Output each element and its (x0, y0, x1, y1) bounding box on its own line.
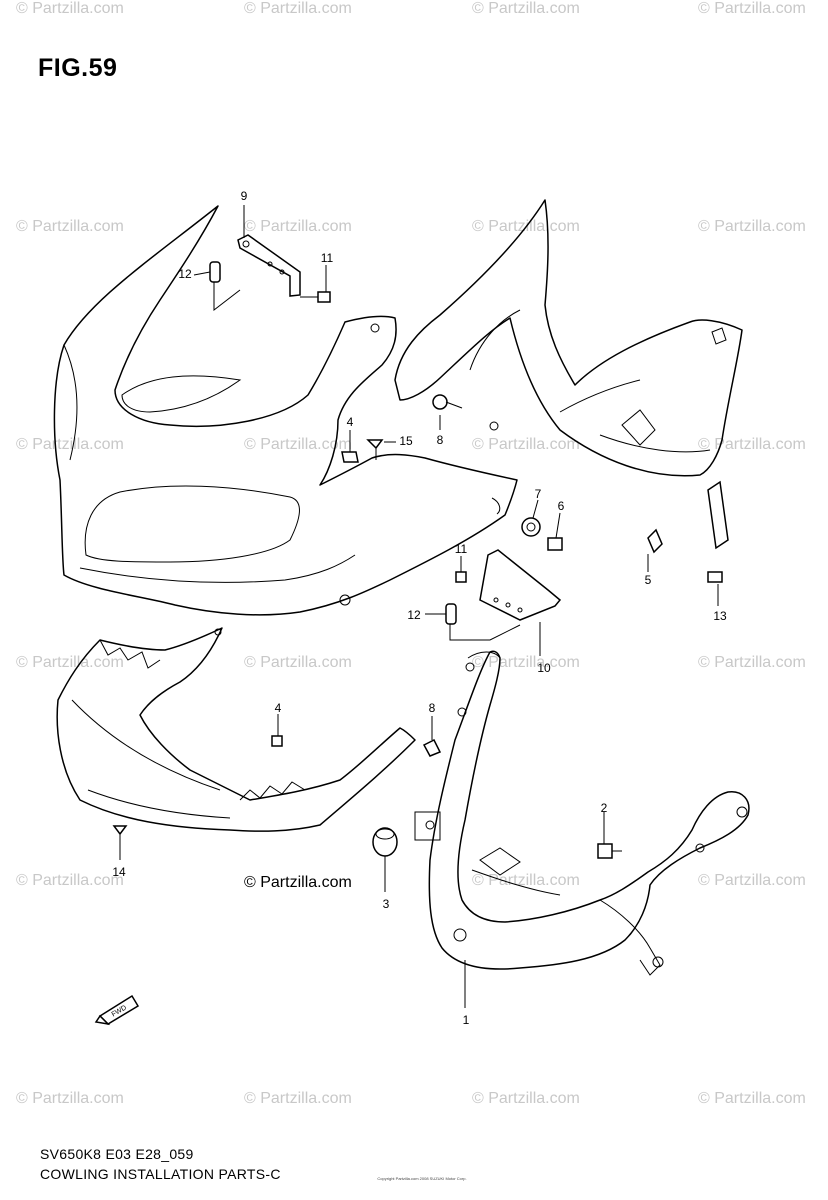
fastener-8-lower[interactable] (422, 738, 442, 757)
cowling-bracket-upper[interactable] (237, 234, 301, 297)
fwd-arrow-icon: FWD (94, 994, 140, 1026)
grommet-7[interactable] (521, 517, 541, 537)
bolt-2[interactable] (597, 843, 622, 859)
callout-4: 4 (274, 701, 282, 715)
callout-2: 2 (600, 801, 608, 815)
callout-11: 11 (454, 542, 468, 556)
bracket-rod-upper[interactable] (209, 261, 241, 312)
washer-5[interactable] (647, 528, 663, 554)
callout-13: 13 (713, 609, 727, 623)
diagram-code: SV650K8 E03 E28_059 (40, 1146, 194, 1162)
leader-lines (119, 205, 719, 1008)
cowling-brace[interactable] (414, 650, 750, 976)
figure-title: FIG.59 (38, 54, 118, 82)
fastener-8-upper[interactable] (432, 394, 463, 410)
callout-4: 4 (346, 415, 354, 429)
rivet-15[interactable] (366, 439, 384, 460)
inner-cowling-panel[interactable] (394, 199, 743, 477)
callout-11: 11 (320, 251, 334, 265)
callout-9: 9 (240, 189, 248, 203)
callout-6: 6 (557, 499, 565, 513)
bracket-13[interactable] (707, 480, 729, 583)
callout-7: 7 (534, 487, 542, 501)
callout-12: 12 (178, 267, 192, 281)
upper-cowling[interactable] (53, 205, 518, 616)
callout-12: 12 (407, 608, 421, 622)
copyright-label: © Partzilla.com (244, 874, 352, 891)
lower-cowling[interactable] (56, 627, 416, 832)
nut-4-lower[interactable] (271, 735, 283, 747)
screw-14[interactable] (112, 825, 128, 836)
cowling-bracket-lower[interactable] (479, 549, 562, 621)
callout-8: 8 (436, 433, 444, 447)
callout-14: 14 (112, 865, 126, 879)
bolt-11-upper[interactable] (300, 291, 331, 303)
diagram-caption: COWLING INSTALLATION PARTS-C (40, 1166, 281, 1182)
bolt-6[interactable] (547, 537, 563, 551)
fine-print: Copyright Partzilla.com 2008 SUZUKI Moto… (377, 1176, 467, 1181)
nut-4-upper[interactable] (341, 451, 359, 463)
callout-15: 15 (399, 434, 413, 448)
cushion-3[interactable] (372, 827, 398, 857)
callout-1: 1 (462, 1013, 470, 1027)
callout-8: 8 (428, 701, 436, 715)
bolt-11-lower[interactable] (455, 571, 467, 583)
callout-3: 3 (382, 897, 390, 911)
callout-10: 10 (537, 661, 551, 675)
callout-5: 5 (644, 573, 652, 587)
bracket-rod-lower[interactable] (445, 603, 521, 672)
